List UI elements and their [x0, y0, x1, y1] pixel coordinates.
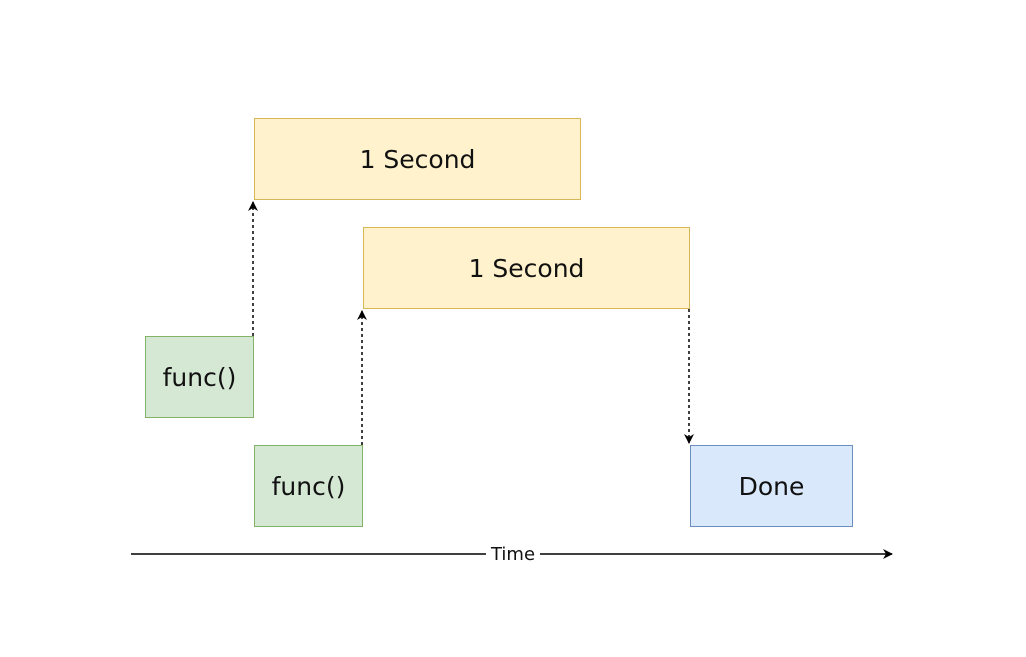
func-call-box-2: func()	[254, 445, 363, 527]
done-box: Done	[690, 445, 853, 527]
one-second-box-2: 1 Second	[363, 227, 690, 309]
done-box-label: Done	[738, 471, 805, 501]
one-second-box-1: 1 Second	[254, 118, 581, 200]
func-call-box-2-label: func()	[271, 471, 346, 501]
time-axis-label: Time	[486, 544, 540, 566]
func-call-box-1: func()	[145, 336, 254, 418]
one-second-box-1-label: 1 Second	[359, 144, 476, 174]
func-call-box-1-label: func()	[162, 362, 237, 392]
one-second-box-2-label: 1 Second	[468, 253, 585, 283]
